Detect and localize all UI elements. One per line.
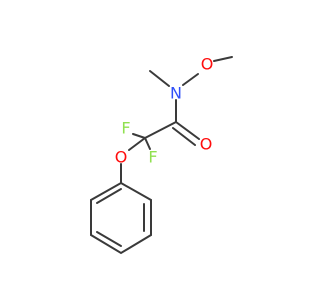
- bond-carbonyl-double-a: [175, 121, 200, 140]
- bond-methyl-o-methoxy: [213, 56, 233, 62]
- atom-label-o-ether: O: [115, 148, 128, 167]
- bond-carbonyl-cf2: [144, 121, 177, 139]
- ring-double-bond-3: [96, 188, 122, 204]
- atom-label-f-top: F: [121, 119, 130, 138]
- atom-label-o-carbonyl: O: [200, 135, 213, 154]
- molecule-structure-canvas: O N O F F O: [90, 55, 233, 255]
- bond-cf2-o-ether: [128, 137, 146, 151]
- atom-label-f-right: F: [148, 148, 157, 167]
- bond-o-methoxy-n: [182, 73, 199, 86]
- atom-label-n: N: [170, 84, 182, 103]
- benzene-ring: [90, 181, 152, 255]
- ring-double-bond-2: [96, 231, 122, 247]
- bond-n-methyl: [149, 70, 170, 87]
- bond-layer: [90, 56, 233, 255]
- atom-label-o-methoxy: O: [201, 55, 214, 74]
- bond-carbonyl-double-b: [172, 127, 196, 146]
- bond-cf2-f-right: [144, 137, 151, 150]
- atom-label-layer: O N O F F O: [115, 55, 214, 167]
- bond-cf2-f-top: [132, 133, 146, 139]
